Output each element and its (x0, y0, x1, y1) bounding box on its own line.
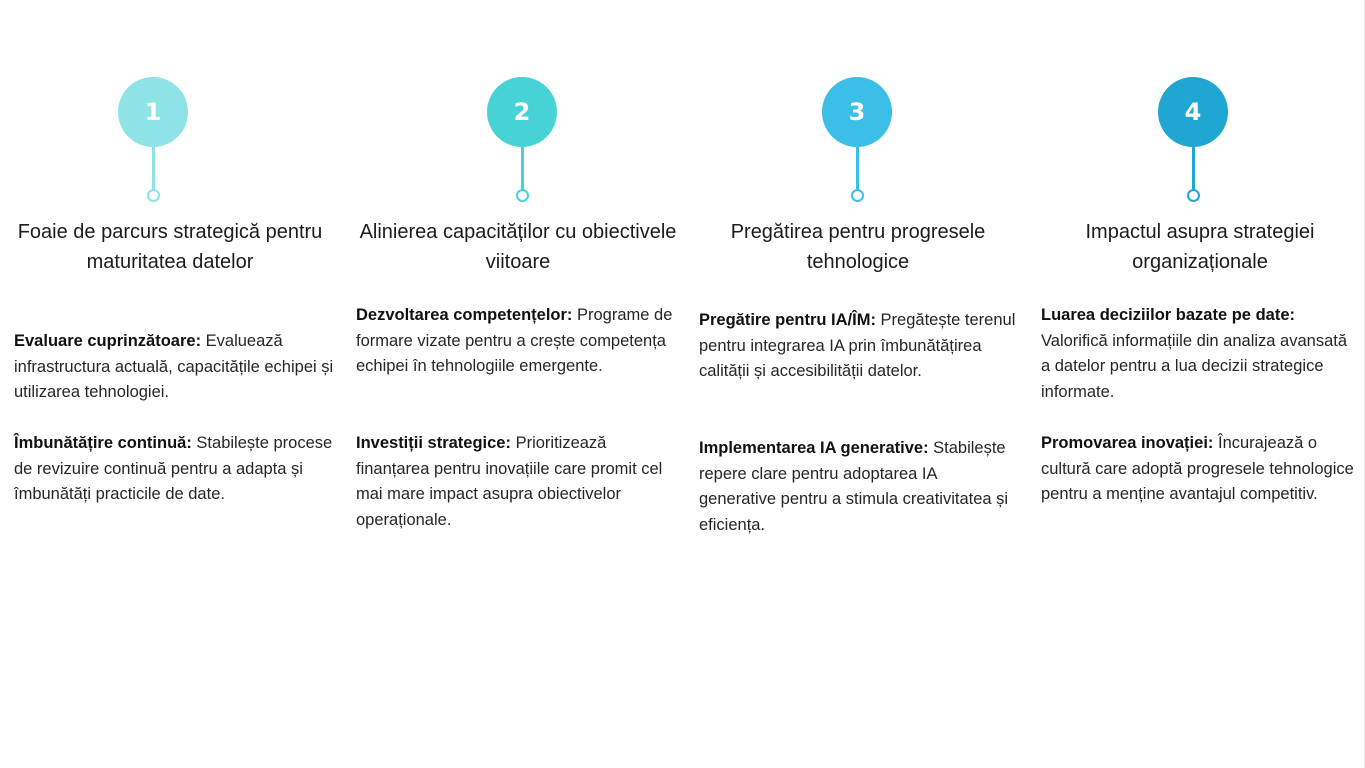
marker-stem (152, 147, 155, 191)
item-label: Evaluare cuprinzătoare: (14, 332, 202, 350)
step-marker-3: 3 (822, 77, 892, 207)
step-item: Investiții strategice: Prioritizează fin… (356, 431, 680, 533)
step-marker-2: 2 (487, 77, 557, 207)
step-item: Luarea deciziilor bazate pe date: Valori… (1041, 303, 1359, 405)
step-column-3: 3 Pregătirea pentru progresele tehnologi… (699, 0, 1017, 768)
marker-stem (856, 147, 859, 191)
step-marker-1: 1 (118, 77, 188, 207)
marker-stem (1192, 147, 1195, 191)
step-title: Foaie de parcurs strategică pentru matur… (17, 221, 323, 273)
marker-dot (147, 189, 160, 202)
step-column-4: 4 Impactul asupra strategiei organizațio… (1041, 0, 1359, 768)
step-title: Pregătirea pentru progresele tehnologice (730, 221, 986, 273)
item-text: Încurajează o cultură care adoptă progre… (1041, 434, 1354, 504)
item-text: Pregătește terenul pentru integrarea IA … (699, 311, 1016, 381)
item-text: Valorifică informațiile din analiza avan… (1041, 331, 1348, 401)
item-text: Prioritizează finanțarea pentru inovații… (356, 434, 663, 529)
step-marker-4: 4 (1158, 77, 1228, 207)
step-number-circle: 4 (1158, 77, 1228, 147)
marker-dot (851, 189, 864, 202)
item-label: Îmbunătățire continuă: (14, 434, 192, 452)
step-column-2: 2 Alinierea capacităților cu obiectivele… (356, 0, 680, 768)
item-text: Stabilește procese de revizuire continuă… (14, 434, 333, 504)
step-title: Impactul asupra strategiei organizaționa… (1085, 221, 1315, 273)
step-item: Îmbunătățire continuă: Stabilește proces… (14, 431, 334, 508)
marker-stem (521, 147, 524, 191)
step-item: Dezvoltarea competențelor: Programe de f… (356, 303, 680, 380)
step-item: Pregătire pentru IA/ÎM: Pregătește teren… (699, 308, 1017, 385)
step-number-circle: 1 (118, 77, 188, 147)
item-label: Luarea deciziilor bazate pe date: (1041, 306, 1295, 324)
step-item: Evaluare cuprinzătoare: Evaluează infras… (14, 329, 334, 406)
item-text: Stabilește repere clare pentru adoptarea… (699, 439, 1009, 534)
step-number-circle: 2 (487, 77, 557, 147)
step-item: Promovarea inovației: Încurajează o cult… (1041, 431, 1359, 508)
item-label: Promovarea inovației: (1041, 434, 1214, 452)
step-column-1: 1 Foaie de parcurs strategică pentru mat… (14, 0, 334, 768)
item-text: Evaluează infrastructura actuală, capaci… (14, 332, 334, 402)
item-label: Pregătire pentru IA/ÎM: (699, 311, 876, 329)
item-label: Implementarea IA generative: (699, 439, 929, 457)
step-title: Alinierea capacităților cu obiectivele v… (359, 221, 677, 273)
item-label: Investiții strategice: (356, 434, 511, 452)
step-item: Implementarea IA generative: Stabilește … (699, 436, 1017, 538)
item-label: Dezvoltarea competențelor: (356, 306, 573, 324)
item-text: Programe de formare vizate pentru a creș… (356, 306, 673, 376)
marker-dot (516, 189, 529, 202)
marker-dot (1187, 189, 1200, 202)
step-number-circle: 3 (822, 77, 892, 147)
